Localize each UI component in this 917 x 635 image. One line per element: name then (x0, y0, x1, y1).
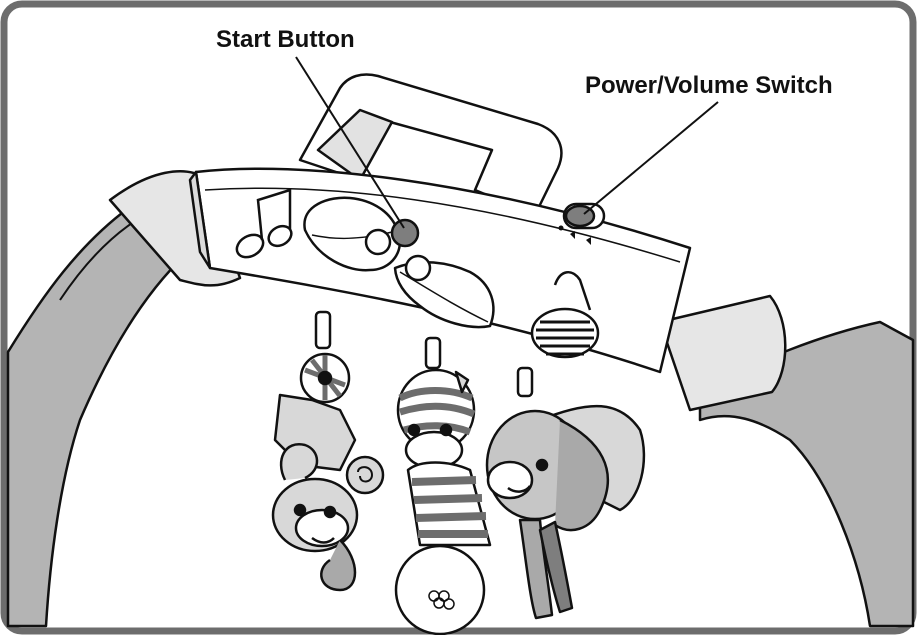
start-button-label: Start Button (216, 28, 355, 52)
power-volume-switch-label: Power/Volume Switch (585, 74, 833, 98)
power-volume-switch[interactable] (564, 204, 604, 228)
